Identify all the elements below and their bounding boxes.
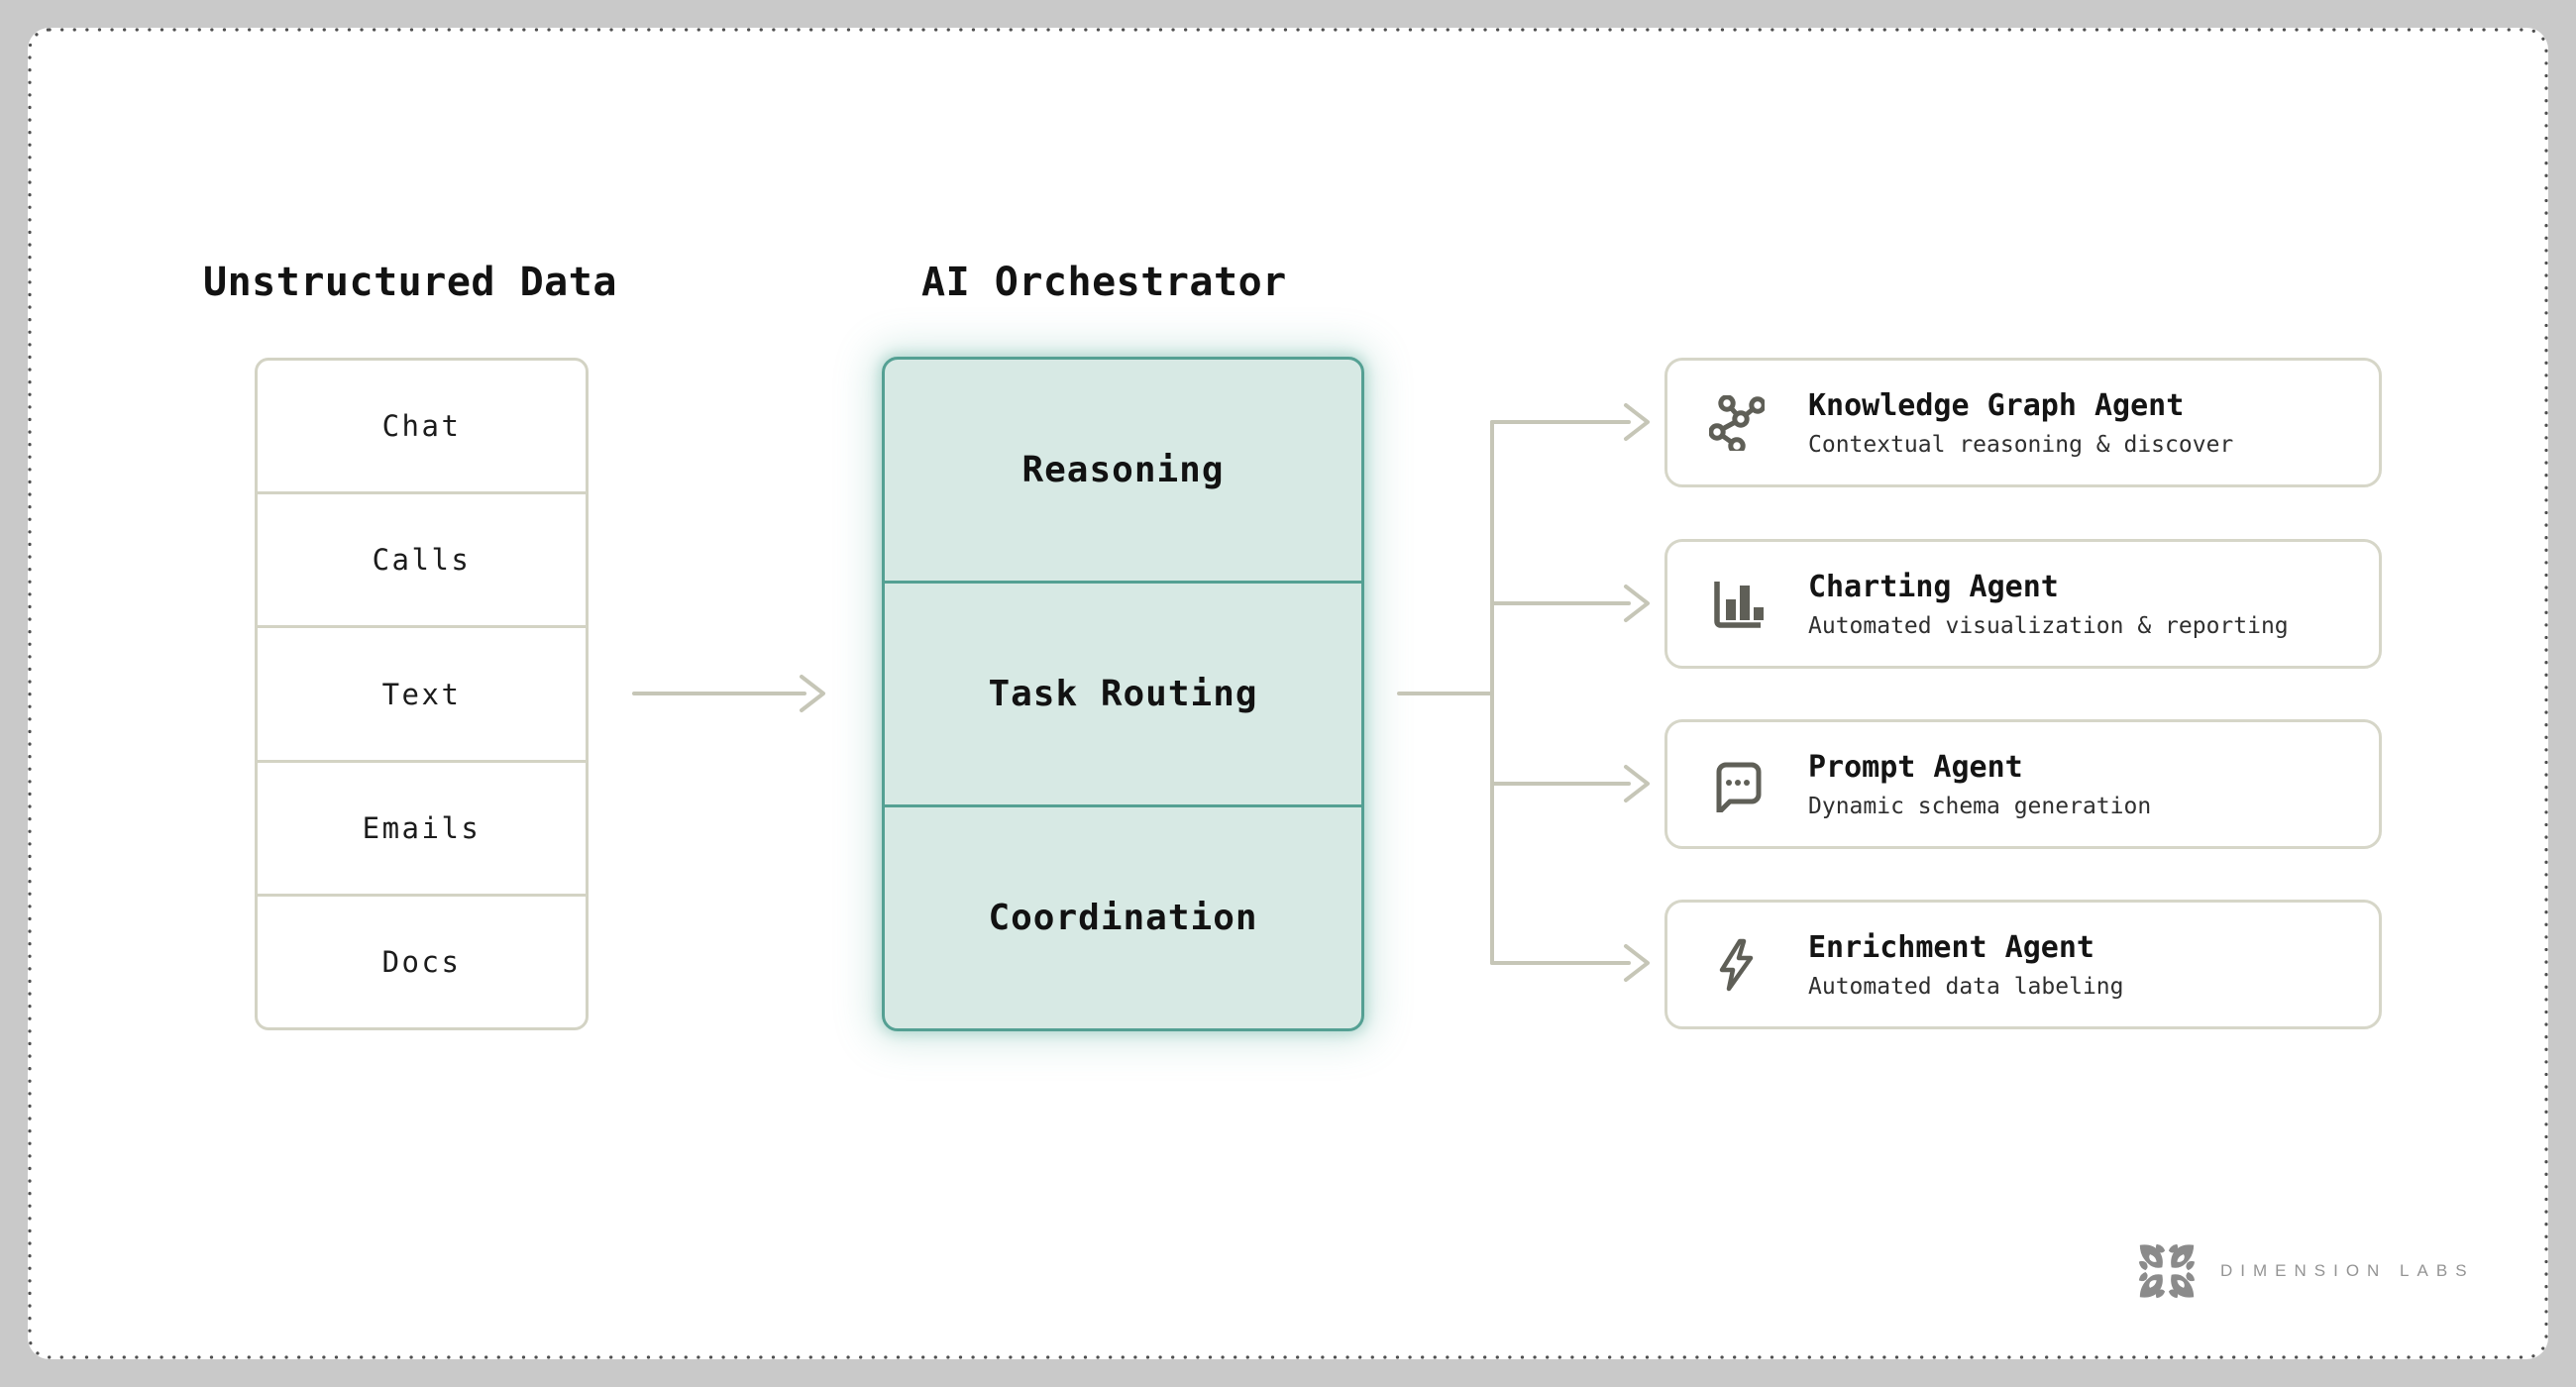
source-item-docs: Docs — [258, 893, 586, 1027]
stage-task-routing: Task Routing — [885, 581, 1361, 804]
source-item-chat: Chat — [381, 409, 462, 444]
source-item-text: Text — [258, 625, 586, 759]
dimension-labs-ornament-icon — [2138, 1243, 2196, 1299]
agent-card-prompt: Prompt Agent Dynamic schema generation — [1664, 719, 2382, 849]
agent-card-charting: Charting Agent Automated visualization &… — [1664, 539, 2382, 669]
orchestrator-box: Reasoning Task Routing Coordination — [882, 357, 1364, 1031]
agent-subtitle: Dynamic schema generation — [1808, 793, 2152, 819]
stage-reasoning: Reasoning — [1021, 450, 1225, 490]
agent-title: Enrichment Agent — [1808, 929, 2094, 965]
source-item-calls: Calls — [258, 491, 586, 625]
source-item-emails: Emails — [258, 759, 586, 894]
agent-subtitle: Automated visualization & reporting — [1808, 612, 2289, 639]
agent-card-knowledge-graph: Knowledge Graph Agent Contextual reasoni… — [1664, 358, 2382, 487]
brand-footer: DIMENSION LABS — [2137, 1241, 2475, 1301]
knowledge-graph-icon — [1709, 394, 1765, 451]
agent-subtitle: Automated data labeling — [1808, 973, 2124, 1000]
stage-coordination: Coordination — [885, 804, 1361, 1028]
agent-title: Charting Agent — [1808, 569, 2059, 604]
lightning-bolt-icon — [1709, 937, 1765, 993]
bar-chart-icon — [1709, 577, 1765, 632]
unstructured-data-stack: Chat Calls Text Emails Docs — [255, 358, 589, 1030]
agent-title: Knowledge Graph Agent — [1808, 387, 2185, 423]
agent-card-enrichment: Enrichment Agent Automated data labeling — [1664, 900, 2382, 1029]
brand-name: DIMENSION LABS — [2220, 1261, 2475, 1280]
agent-title: Prompt Agent — [1808, 749, 2023, 785]
unstructured-data-title: Unstructured Data — [203, 260, 617, 305]
chat-bubble-icon — [1709, 757, 1765, 812]
ai-orchestrator-title: AI Orchestrator — [921, 260, 1287, 305]
agent-subtitle: Contextual reasoning & discover — [1808, 431, 2234, 458]
